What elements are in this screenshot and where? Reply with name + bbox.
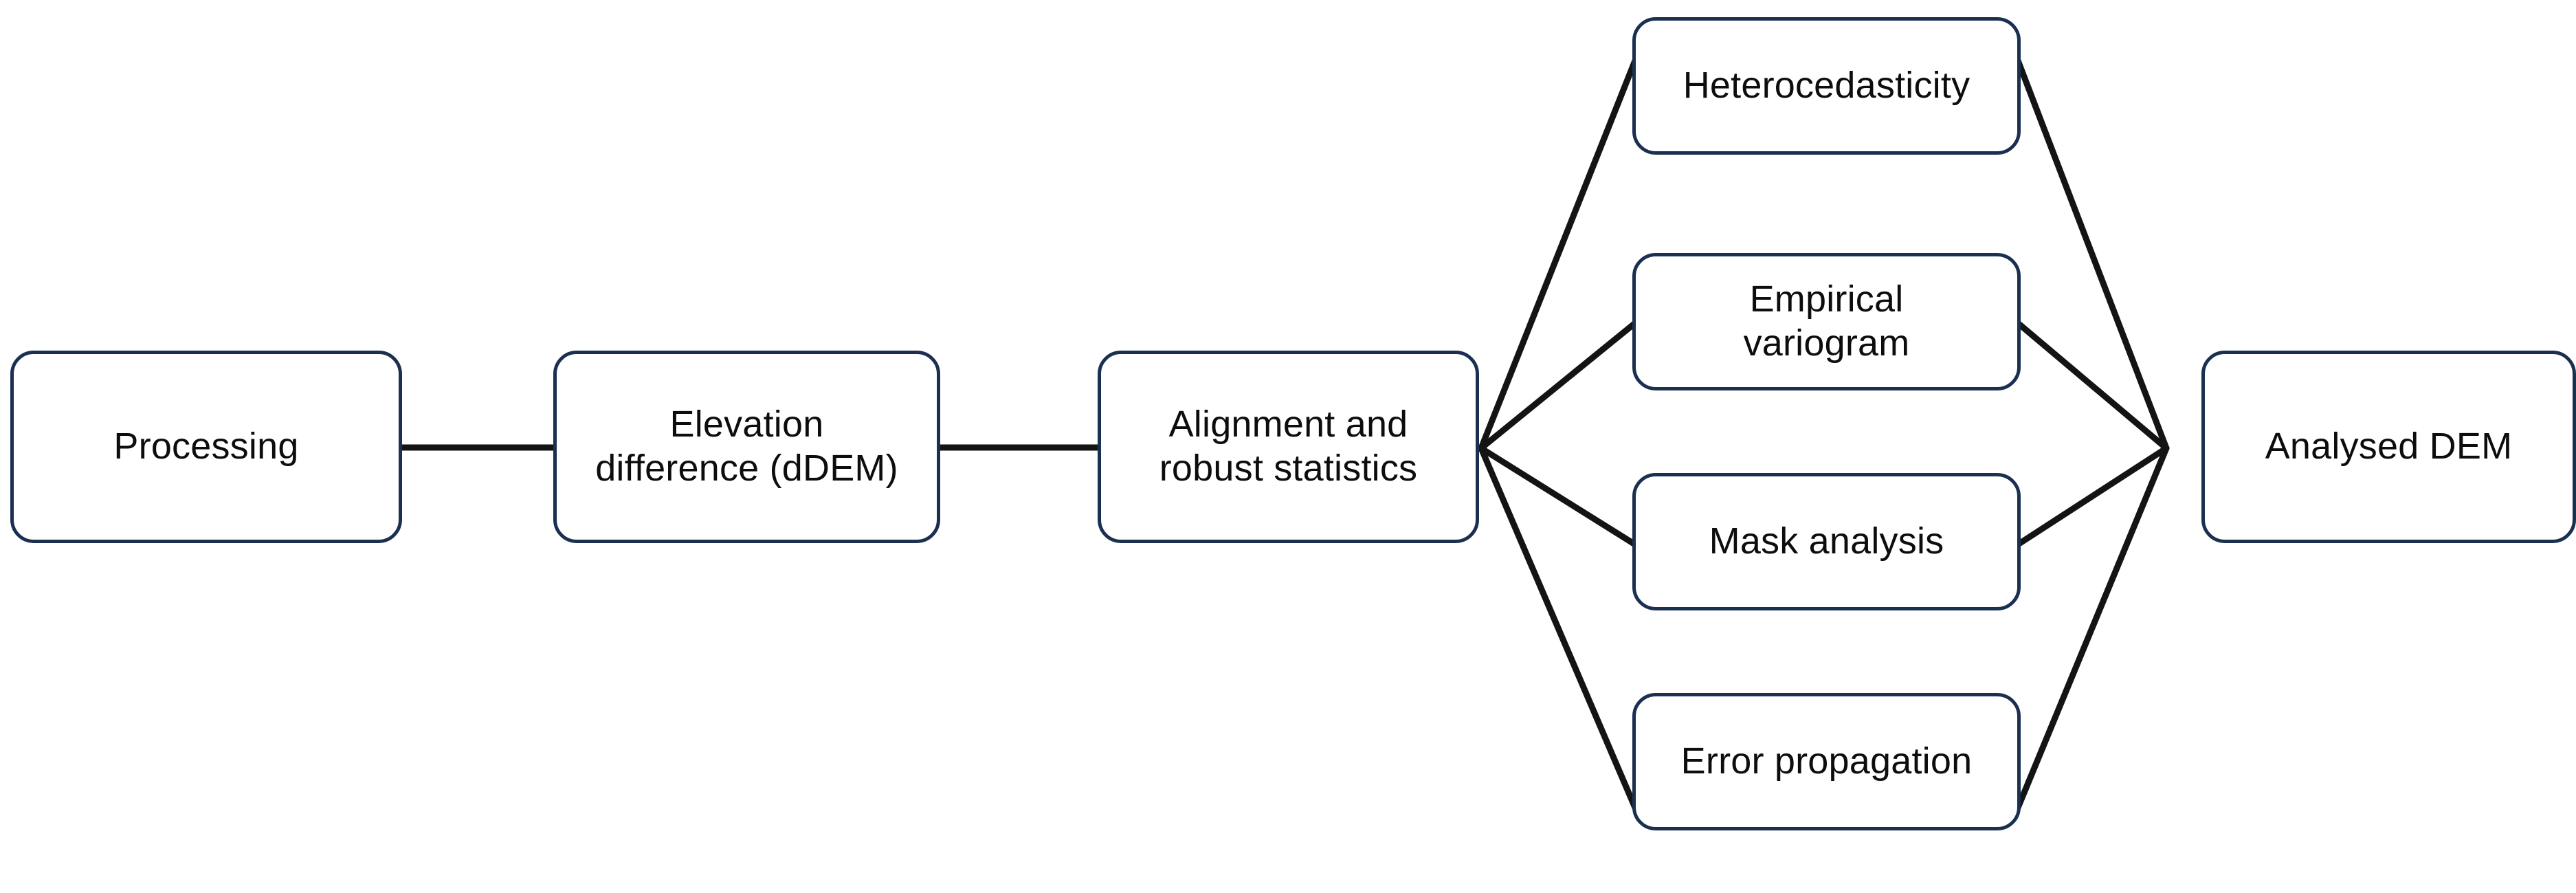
node-alignment-robust-statistics[interactable]: Alignment and robust statistics bbox=[1098, 351, 1479, 543]
node-processing[interactable]: Processing bbox=[10, 351, 402, 543]
edge-error-propagation-to-analysed-dem bbox=[2014, 445, 2170, 811]
node-alignment-robust-statistics-label: Alignment and robust statistics bbox=[1159, 404, 1418, 489]
node-error-propagation-label: Error propagation bbox=[1680, 740, 1973, 782]
node-analysed-dem[interactable]: Analysed DEM bbox=[2201, 351, 2576, 543]
edge-empirical-variogram-to-analysed-dem bbox=[2014, 320, 2170, 452]
edge-alignment-to-empirical-variogram bbox=[1478, 320, 1639, 452]
node-analysed-dem-label: Analysed DEM bbox=[2265, 426, 2513, 467]
node-mask-analysis[interactable]: Mask analysis bbox=[1632, 473, 2021, 610]
node-processing-label: Processing bbox=[113, 426, 299, 467]
node-elevation-difference-label: Elevation difference (dDEM) bbox=[595, 404, 898, 489]
edge-alignment-to-mask-analysis bbox=[1478, 445, 1639, 548]
node-error-propagation[interactable]: Error propagation bbox=[1632, 693, 2021, 830]
node-empirical-variogram-label: Empirical variogram bbox=[1743, 278, 1910, 364]
node-heterocedasticity[interactable]: Heterocedasticity bbox=[1632, 17, 2021, 155]
edge-mask-analysis-to-analysed-dem bbox=[2014, 445, 2170, 548]
edge-heterocedasticity-to-analysed-dem bbox=[2014, 57, 2170, 452]
edge-alignment-to-error-propagation bbox=[1478, 445, 1639, 811]
node-elevation-difference[interactable]: Elevation difference (dDEM) bbox=[553, 351, 940, 543]
edge-alignment-to-heterocedasticity bbox=[1478, 57, 1639, 452]
node-heterocedasticity-label: Heterocedasticity bbox=[1683, 65, 1970, 107]
node-empirical-variogram[interactable]: Empirical variogram bbox=[1632, 253, 2021, 390]
node-mask-analysis-label: Mask analysis bbox=[1709, 520, 1944, 562]
